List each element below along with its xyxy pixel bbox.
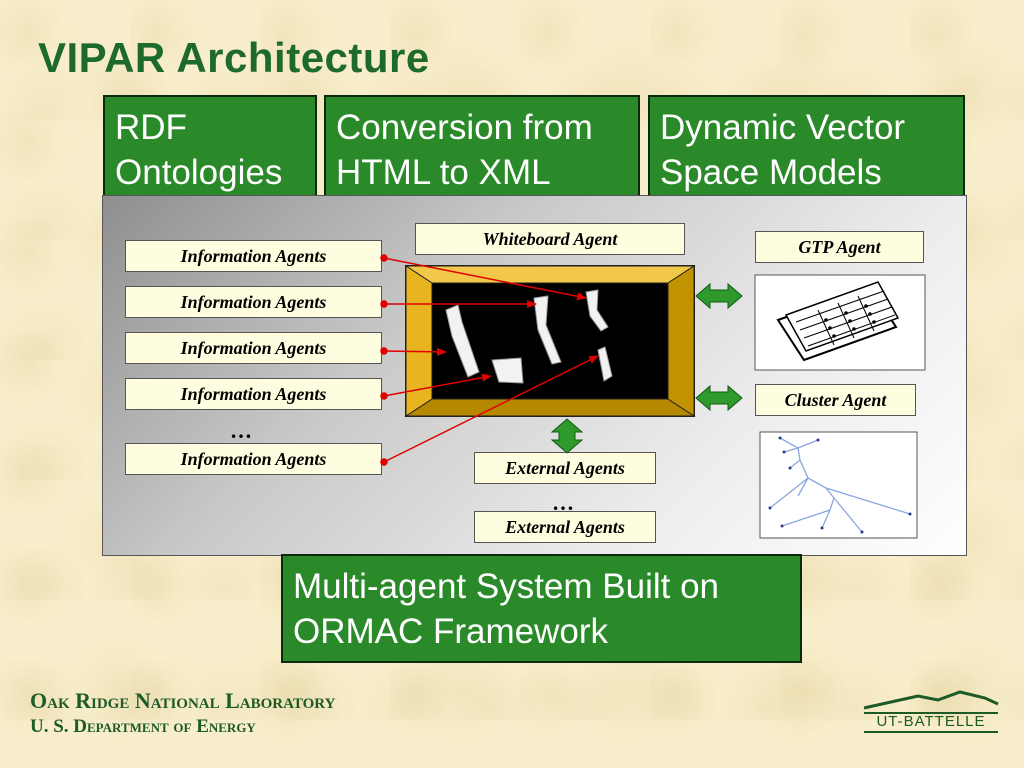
multi-agent-line2: ORMAC Framework xyxy=(293,612,609,651)
vector-space-line1: Dynamic Vector xyxy=(660,108,906,147)
information-agent-1: Information Agents xyxy=(125,240,382,272)
html-to-xml-line1: Conversion from xyxy=(336,108,593,147)
rdf-ontologies-box: RDF Ontologies xyxy=(103,95,317,198)
information-agent-2: Information Agents xyxy=(125,286,382,318)
cluster-agent-label: Cluster Agent xyxy=(755,384,916,416)
org-department: U. S. Department of Energy xyxy=(30,716,256,737)
html-to-xml-box: Conversion from HTML to XML xyxy=(324,95,640,198)
multi-agent-system-box: Multi-agent System Built on ORMAC Framew… xyxy=(281,554,802,663)
multi-agent-line1: Multi-agent System Built on xyxy=(293,567,720,606)
information-agent-5: Information Agents xyxy=(125,443,382,475)
gtp-agent-label: GTP Agent xyxy=(755,231,924,263)
information-agent-4: Information Agents xyxy=(125,378,382,410)
gtp-table-image xyxy=(754,274,926,371)
rdf-ontologies-line1: RDF xyxy=(115,108,187,147)
whiteboard-agent-label: Whiteboard Agent xyxy=(415,223,685,255)
cluster-tree-image xyxy=(759,431,918,539)
info-to-whiteboard-arrows xyxy=(380,254,599,466)
html-to-xml-line2: HTML to XML xyxy=(336,153,551,192)
vector-space-line2: Space Models xyxy=(660,153,882,192)
external-agent-2: External Agents xyxy=(474,511,656,543)
org-name: Oak Ridge National Laboratory xyxy=(30,688,336,713)
rdf-ontologies-line2: Ontologies xyxy=(115,153,283,192)
information-agents-ellipsis: … xyxy=(230,418,252,443)
vector-space-box: Dynamic Vector Space Models xyxy=(648,95,965,198)
ut-battelle-logo xyxy=(863,690,999,733)
information-agent-3: Information Agents xyxy=(125,332,382,364)
ut-battelle-logo-text: UT-BATTELLE xyxy=(876,713,986,730)
external-agent-1: External Agents xyxy=(474,452,656,484)
whiteboard-pieces xyxy=(445,289,613,384)
slide-title: VIPAR Architecture xyxy=(38,34,430,81)
green-double-arrows xyxy=(550,282,743,454)
external-agents-ellipsis: … xyxy=(552,490,574,515)
